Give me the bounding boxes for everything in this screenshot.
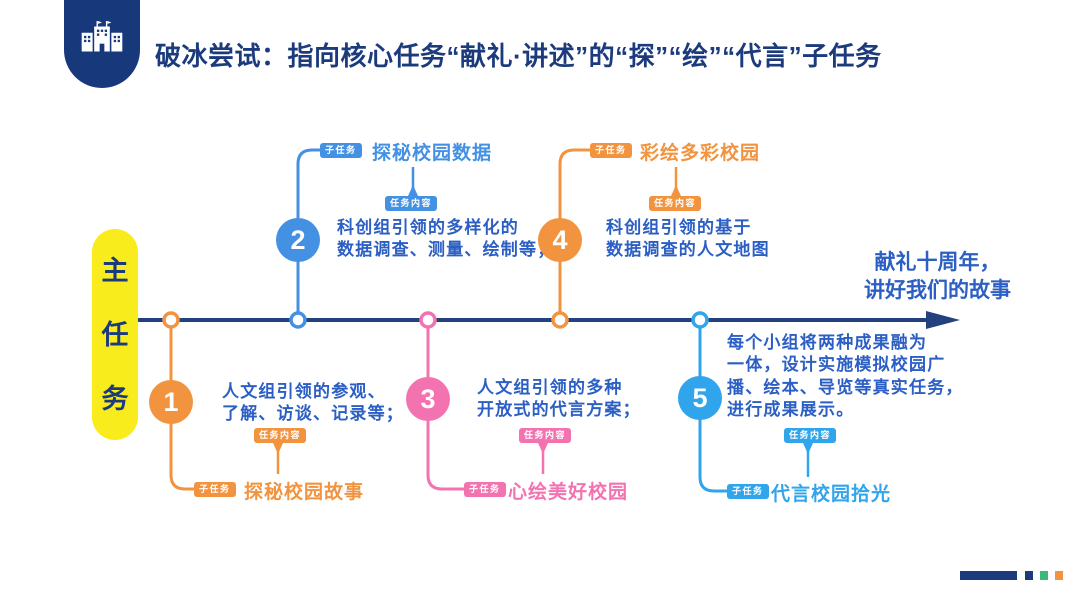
timeline-node-1 (162, 311, 180, 329)
timeline-node-3 (419, 311, 437, 329)
branch-line-3 (426, 320, 466, 491)
timeline-node-5 (691, 311, 709, 329)
arrow-head-icon (926, 311, 960, 329)
content-pointer-3 (538, 443, 548, 454)
footer-bar (960, 571, 1017, 580)
step-circle-2: 2 (276, 218, 320, 262)
timeline-node-2 (289, 311, 307, 329)
step-4-content: 科创组引领的基于 数据调查的人文地图 (606, 218, 770, 260)
step-2-content: 科创组引领的多样化的 数据调查、测量、绘制等； (337, 218, 556, 260)
content-pointer-5 (803, 443, 813, 454)
step-circle-3: 3 (406, 377, 450, 421)
step-1-subtask-tag: 子任务 (194, 482, 236, 497)
branch-line-5 (698, 320, 729, 493)
main-task-label: 主任务 (92, 229, 138, 440)
goal-text: 献礼十周年， 讲好我们的故事 (864, 251, 1011, 303)
school-building-icon (81, 21, 123, 52)
step-4-content-tag: 任务内容 (649, 196, 702, 211)
content-pointer-4 (671, 185, 681, 196)
step-2-subtask-title: 探秘校园数据 (372, 143, 493, 164)
branch-line-1 (169, 320, 196, 491)
step-4-subtask-tag: 子任务 (590, 143, 632, 158)
step-3-content-tag: 任务内容 (519, 428, 572, 443)
page-title: 破冰尝试：指向核心任务“献礼·讲述”的“探”“绘”“代言”子任务 (155, 41, 882, 71)
step-4-subtask-title: 彩绘多彩校园 (640, 143, 761, 164)
step-2-subtask-tag: 子任务 (320, 143, 362, 158)
step-1-content: 人文组引领的参观、 了解、访谈、记录等； (222, 382, 404, 424)
step-5-subtask-title: 代言校园拾光 (771, 484, 892, 505)
footer-square-navy (1025, 571, 1033, 580)
step-circle-5: 5 (678, 376, 722, 420)
branch-line-2 (296, 148, 322, 320)
step-1-content-tag: 任务内容 (254, 428, 307, 443)
content-pointer-2 (408, 185, 418, 196)
step-5-content: 每个小组将两种成果融为 一体，设计实施模拟校园广 播、绘本、导览等真实任务， 进… (727, 333, 964, 420)
step-circle-1: 1 (149, 380, 193, 424)
footer-square-green (1040, 571, 1048, 580)
step-3-content: 人文组引领的多种 开放式的代言方案； (477, 378, 641, 420)
timeline-node-4 (551, 311, 569, 329)
content-pointer-1 (273, 443, 283, 454)
footer-square-orange (1055, 571, 1063, 580)
step-3-subtask-tag: 子任务 (464, 482, 506, 497)
step-2-content-tag: 任务内容 (385, 196, 438, 211)
branch-line-4 (558, 148, 592, 320)
school-badge (64, 0, 140, 88)
step-5-subtask-tag: 子任务 (727, 484, 769, 499)
step-circle-4: 4 (538, 218, 582, 262)
step-1-subtask-title: 探秘校园故事 (244, 482, 365, 503)
step-5-content-tag: 任务内容 (784, 428, 837, 443)
step-3-subtask-title: 心绘美好校园 (508, 482, 629, 503)
